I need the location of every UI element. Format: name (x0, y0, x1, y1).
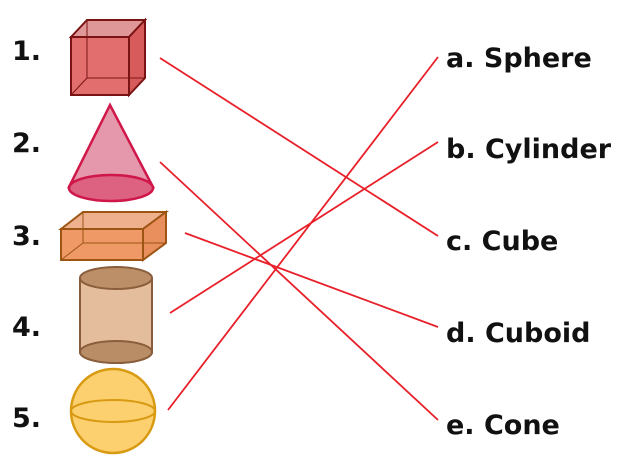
answer-e: e. Cone (446, 410, 560, 441)
match-line-3-d (184, 232, 439, 328)
item-number-3: 3. (12, 221, 41, 252)
match-line-4-b (169, 141, 439, 314)
cube-icon (68, 17, 148, 98)
answer-b: b. Cylinder (446, 134, 612, 165)
item-number-1: 1. (12, 36, 41, 67)
item-number-2: 2. (12, 128, 41, 159)
cuboid-icon (58, 210, 170, 262)
match-line-5-a (167, 56, 439, 411)
sphere-icon (69, 367, 157, 455)
item-number-5: 5. (12, 403, 41, 434)
cone-icon (66, 102, 156, 203)
match-lines (159, 56, 439, 421)
match-line-1-c (159, 57, 439, 237)
match-line-2-e (159, 161, 439, 421)
answer-a: a. Sphere (446, 43, 592, 74)
answer-d: d. Cuboid (446, 318, 590, 349)
cylinder-icon (79, 266, 153, 364)
answer-c: c. Cube (446, 226, 558, 257)
item-number-4: 4. (12, 312, 41, 343)
